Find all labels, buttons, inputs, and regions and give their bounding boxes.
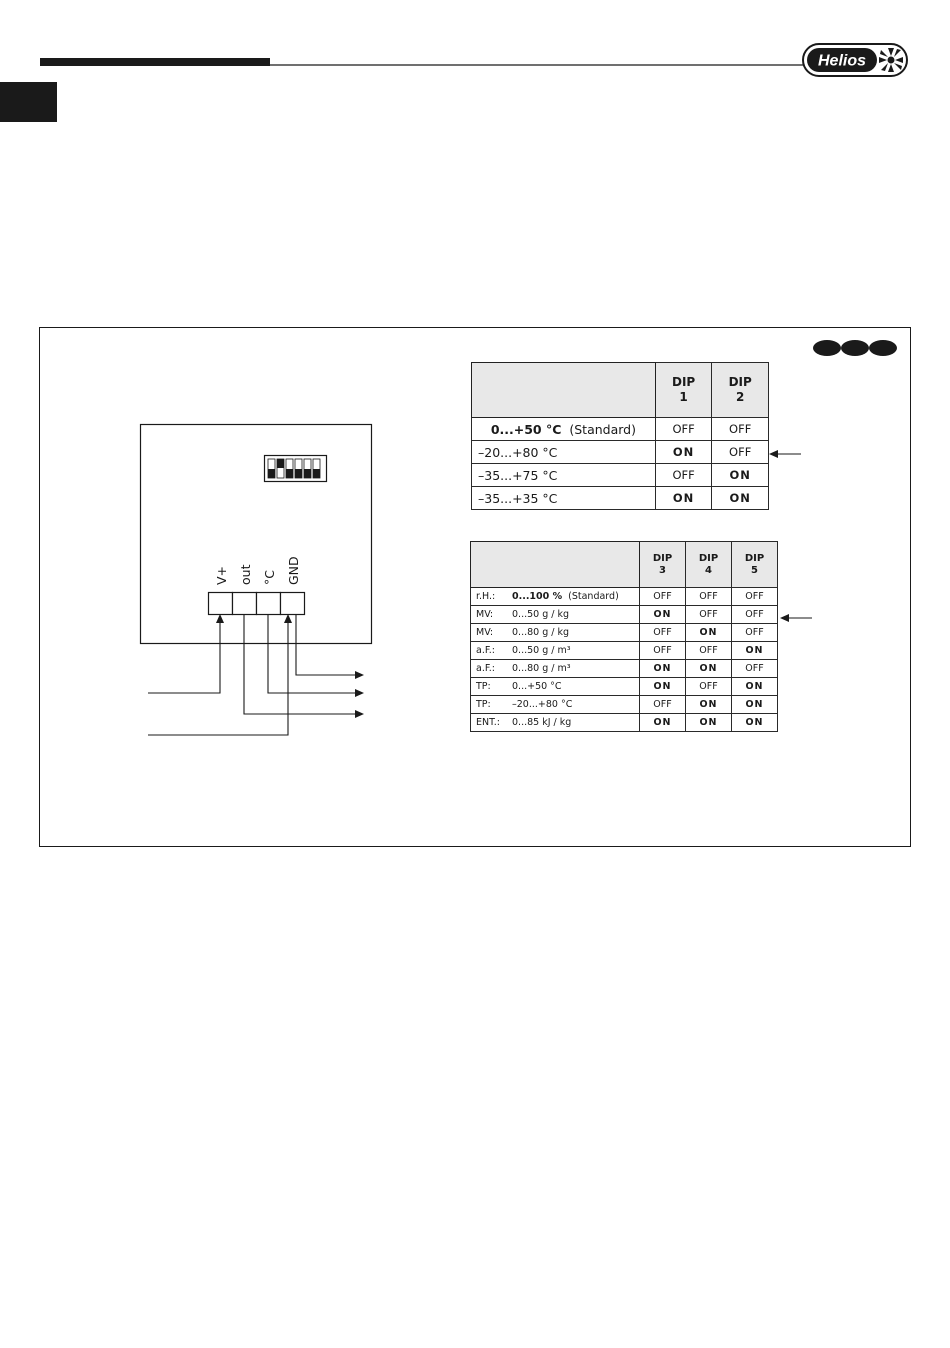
temperature-range-table: DIP 1 DIP 2 0...+50 °C (Standard) OFF OF… [471,362,769,510]
range-cell: TP:0...+50 °C [470,677,640,696]
section-tab [0,82,57,122]
header-thick-bar [40,58,270,66]
dip-value: ON [654,486,713,510]
table-header-row: DIP 3 DIP 4 DIP 5 [470,541,778,588]
table-row: MV:0...80 g / kg OFF ON OFF [470,623,778,642]
dip-value: OFF [731,605,778,624]
range-cell: MV:0...80 g / kg [470,623,640,642]
table-row: r.H.:0...100 % (Standard) OFF OFF OFF [470,587,778,606]
dip-value: OFF [731,659,778,678]
dip-value: OFF [685,641,732,660]
dip-value: ON [654,440,713,464]
dip1-header: DIP 1 [654,362,713,418]
dip-value: ON [731,677,778,696]
dip-value: OFF [731,623,778,642]
terminal-label-vplus: V+ [214,565,229,585]
dip2-header: DIP 2 [711,362,769,418]
dip-value: OFF [639,641,686,660]
table-row: TP:–20...+80 °C OFF ON ON [470,695,778,714]
range-cell: ENT.:0...85 kJ / kg [470,713,640,732]
dip-value: ON [711,486,769,510]
dip-value: OFF [711,417,769,441]
table-row: TP:0...+50 °C ON OFF ON [470,677,778,696]
range-cell: a.F.:0...80 g / m³ [470,659,640,678]
table-header-row: DIP 1 DIP 2 [471,362,769,418]
table-row: a.F.:0...80 g / m³ ON ON OFF [470,659,778,678]
range-cell: –35...+35 °C [471,486,656,510]
dip-value: ON [731,695,778,714]
wiring [148,614,358,736]
range-cell: 0...+50 °C (Standard) [471,417,656,441]
dip-value: OFF [639,623,686,642]
range-cell: –35...+75 °C [471,463,656,487]
dip-value: ON [685,659,732,678]
header-blank-cell [470,541,640,588]
table-row: a.F.:0...50 g / m³ OFF OFF ON [470,641,778,660]
dip-value: OFF [639,695,686,714]
logo-text: Helios [818,53,866,70]
dip-value: OFF [639,587,686,606]
dip-value: OFF [654,463,713,487]
table-row: –20...+80 °C ON OFF [471,440,769,464]
helios-logo: Helios [802,43,908,77]
dip-value: OFF [731,587,778,606]
dip5-header: DIP 5 [731,541,778,588]
dip-value: ON [731,641,778,660]
dip-value: ON [685,713,732,732]
dip-value: ON [639,605,686,624]
table-row: ENT.:0...85 kJ / kg ON ON ON [470,713,778,732]
range-cell: r.H.:0...100 % (Standard) [470,587,640,606]
language-dots [813,340,897,356]
default-marker-arrows [769,450,812,622]
table-row: 0...+50 °C (Standard) OFF OFF [471,417,769,441]
table-row: –35...+75 °C OFF ON [471,463,769,487]
dip-switch-icon [263,454,328,483]
dip-value: ON [685,695,732,714]
terminal-label-out: out [238,564,253,585]
dip-value: OFF [711,440,769,464]
dip-value: ON [639,677,686,696]
terminal-label-temp: °C [262,570,277,585]
range-cell: MV:0...50 g / kg [470,605,640,624]
terminal-block [207,591,306,616]
dip-value: OFF [654,417,713,441]
range-cell: –20...+80 °C [471,440,656,464]
range-cell: a.F.:0...50 g / m³ [470,641,640,660]
table-row: MV:0...50 g / kg ON OFF OFF [470,605,778,624]
sensor-housing [139,423,373,645]
dip-value: OFF [685,677,732,696]
dip-value: ON [731,713,778,732]
content-frame [39,327,911,847]
dip-value: OFF [685,605,732,624]
table-row: –35...+35 °C ON ON [471,486,769,510]
terminal-label-gnd: GND [286,556,301,585]
header-blank-cell [471,362,656,418]
fan-icon [879,48,903,72]
output-range-table: DIP 3 DIP 4 DIP 5 r.H.:0...100 % (Standa… [470,541,778,732]
dip-value: ON [639,659,686,678]
dip-value: ON [685,623,732,642]
dip4-header: DIP 4 [685,541,732,588]
dip-value: ON [711,463,769,487]
range-cell: TP:–20...+80 °C [470,695,640,714]
dip-value: ON [639,713,686,732]
wire-arrowheads [216,614,364,718]
dip3-header: DIP 3 [639,541,686,588]
dip-value: OFF [685,587,732,606]
